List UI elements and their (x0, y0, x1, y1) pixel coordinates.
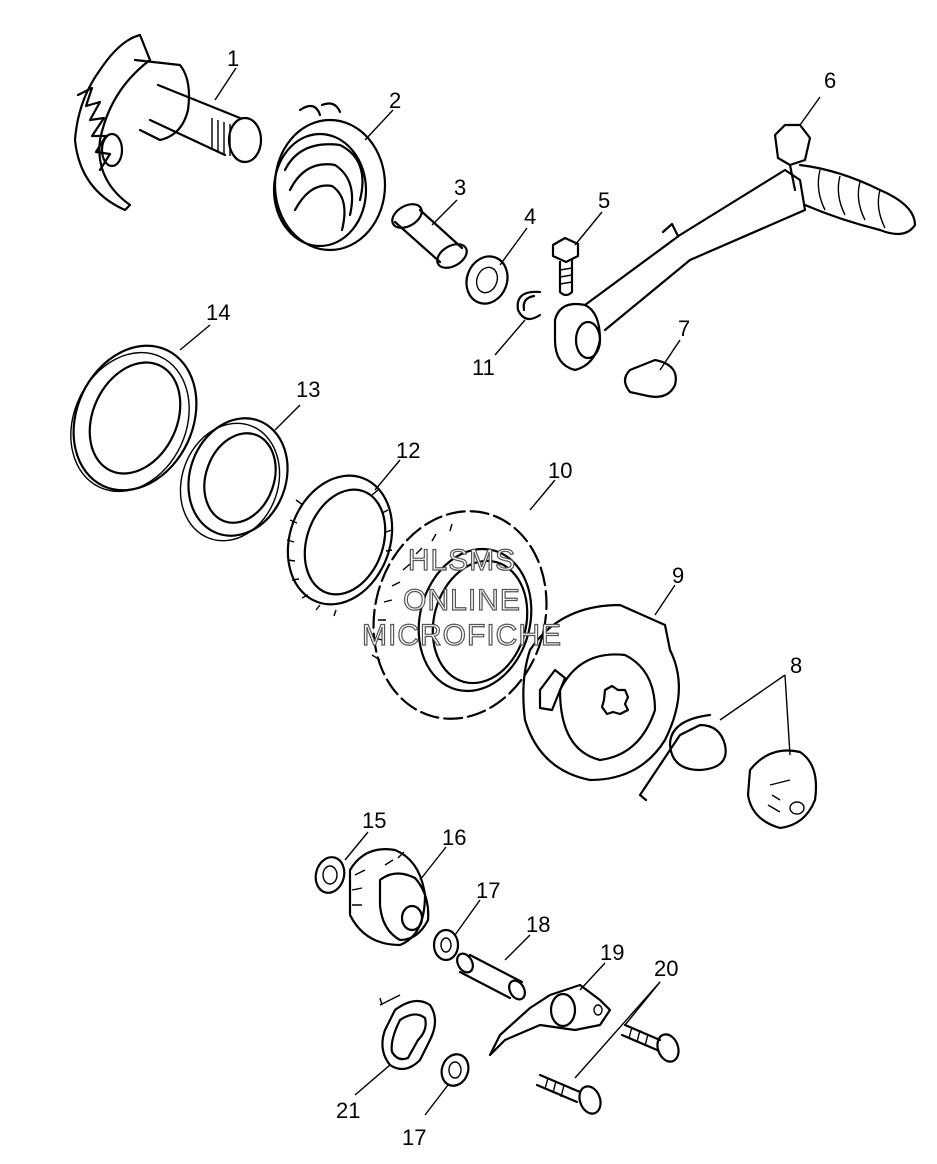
callout-8: 8 (790, 653, 802, 678)
part-3-bushing (391, 203, 468, 269)
callout-11: 11 (472, 355, 495, 380)
callout-1: 1 (227, 46, 239, 71)
part-14-thrust-ring (70, 344, 198, 493)
part-11-circlip (516, 290, 542, 321)
callout-7: 7 (678, 316, 690, 341)
part-8-clip-and-cam (638, 713, 818, 830)
callout-21: 21 (336, 1098, 360, 1123)
callout-17-lower: 17 (402, 1125, 426, 1150)
callout-9: 9 (672, 563, 684, 588)
leader-lines (179, 67, 821, 1116)
callout-19: 19 (600, 940, 624, 965)
part-5-bolt (551, 236, 580, 297)
watermark-line-3: MICROFICHE (362, 619, 562, 652)
part-21-spring-plate (379, 994, 437, 1071)
callout-12: 12 (396, 438, 420, 463)
callout-17-upper: 17 (476, 878, 500, 903)
part-10-ring-gear (371, 510, 548, 720)
callout-18: 18 (526, 912, 550, 937)
callout-3: 3 (454, 175, 466, 200)
part-13-ring (179, 417, 289, 542)
part-9-ratchet-plate (522, 603, 680, 782)
part-17-washer-upper (432, 928, 460, 962)
callout-4: 4 (524, 204, 536, 229)
part-16-idler-gear (348, 848, 430, 947)
part-12-needle-bearing (286, 474, 394, 617)
callout-13: 13 (296, 377, 320, 402)
watermark-line-1: HLSMS (408, 544, 516, 577)
part-2-spring (272, 102, 387, 252)
callout-16: 16 (442, 825, 466, 850)
callout-6: 6 (824, 68, 836, 93)
part-18-pin (456, 952, 526, 1001)
callout-10: 10 (548, 458, 572, 483)
watermark-line-2: ONLINE (403, 584, 521, 617)
part-7-cap (623, 358, 677, 398)
callout-2: 2 (389, 88, 401, 113)
callout-20: 20 (654, 956, 678, 981)
callout-14: 14 (206, 300, 230, 325)
part-1-kick-shaft (73, 33, 263, 212)
callout-5: 5 (598, 188, 610, 213)
part-20-screws (535, 1023, 680, 1115)
part-4-washer (465, 255, 509, 305)
callout-labels: 1 2 3 4 5 6 7 8 9 10 11 12 13 14 15 16 1… (206, 46, 836, 1150)
part-15-washer (314, 856, 346, 894)
part-6-kick-lever (553, 123, 917, 372)
part-19-pawl-arm (488, 983, 612, 1057)
part-17-washer-lower (440, 1053, 470, 1087)
callout-15: 15 (362, 808, 386, 833)
watermark: HLSMS ONLINE MICROFICHE (361, 543, 562, 652)
